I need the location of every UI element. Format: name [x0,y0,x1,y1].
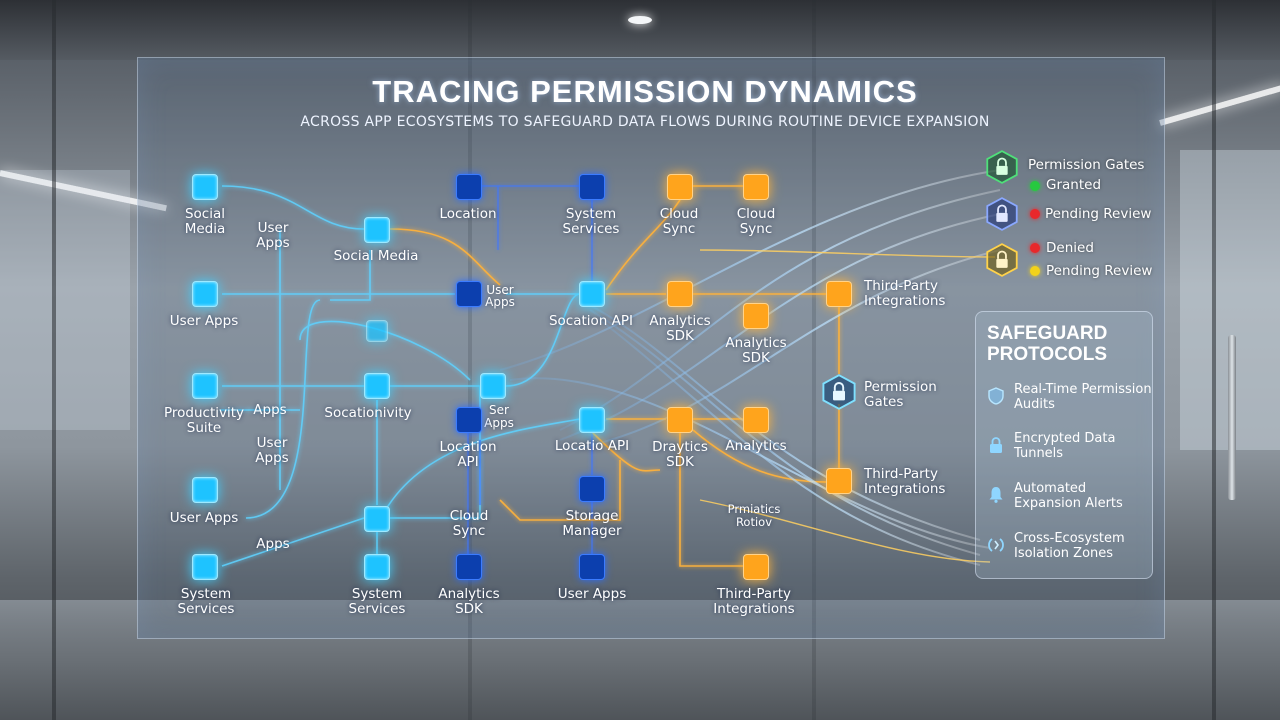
status-pending-review-2: Pending Review [1046,263,1153,279]
permission-gate-lock-icon[interactable] [821,374,857,410]
node-cloud-hub[interactable] [364,506,390,532]
isolation-icon [988,538,1004,552]
node-draytics-sdk[interactable] [667,407,693,433]
node-cloud-sync-1[interactable] [667,174,693,200]
label-social-media-left: Social Media [184,206,226,237]
label-user-apps-left: User Apps [169,313,239,329]
gates-legend-title: Permission Gates [1028,157,1145,173]
node-storage-manager[interactable] [579,476,605,502]
denied-dot [1030,243,1040,253]
label-user-apps-garbled: User Apps [485,283,515,309]
label-pmiatics-rotiov: Prmiatics Rotiov [727,502,781,529]
node-analytics[interactable] [743,407,769,433]
glass-diagram-panel [137,57,1165,639]
node-third-party-2[interactable] [826,468,852,494]
node-cloud-sync-2[interactable] [743,174,769,200]
node-social-media-left[interactable] [192,174,218,200]
safeguard-protocols-panel [975,311,1153,579]
status-denied: Denied [1046,240,1094,256]
label-ser-apps: Ser Apps [484,403,514,430]
bell-icon [989,487,1003,503]
status-granted: Granted [1046,177,1102,193]
door-handle [1228,335,1236,500]
gate-denied-lock-icon [986,243,1018,277]
label-apps-a: Apps [253,402,287,418]
label-analytics-sdk-1: Analytics SDK [649,313,711,344]
node-social-media-mid[interactable] [364,217,390,243]
label-analytics-sdk-2: Analytics SDK [725,335,787,366]
label-permission-gates: Permission Gates [864,379,937,410]
label-apps-b: Apps [256,536,290,552]
label-social-media-mid: Social Media [333,248,419,264]
node-third-party-3[interactable] [743,554,769,580]
shield-icon [988,387,1004,405]
label-third-party-1: Third-Party Integrations [864,278,946,309]
safeguard-title: SAFEGUARD PROTOCOLS [987,323,1108,365]
safeguard-item-isolation: Cross-Ecosystem Isolation Zones [1014,531,1125,561]
label-draytics-sdk: Draytics SDK [652,439,708,470]
node-location-api[interactable] [456,407,482,433]
office-window-left [0,170,130,430]
label-cloud-sync-1: Cloud Sync [659,206,699,237]
node-analytics-sdk-mid[interactable] [456,554,482,580]
glass-mullion-left [52,0,56,720]
status-pending-review-1: Pending Review [1045,206,1152,222]
pending-review-dot-red [1030,209,1040,219]
label-location-api: Location API [439,439,497,470]
label-user-apps-c2: User Apps [255,435,289,466]
node-locatio-api[interactable] [579,407,605,433]
gate-pending-lock-icon [986,197,1018,231]
glass-mullion-mid [468,0,472,720]
safeguard-item-alerts: Automated Expansion Alerts [1014,481,1123,511]
node-system-services-left[interactable] [192,554,218,580]
node-hub-small[interactable] [366,320,388,342]
diagram-subtitle: ACROSS APP ECOSYSTEMS TO SAFEGUARD DATA … [300,114,990,130]
ceiling-light [628,16,652,24]
label-cloud-sync-2: Cloud Sync [736,206,776,237]
node-analytics-sdk-2[interactable] [743,303,769,329]
node-system-services-mid[interactable] [364,554,390,580]
safeguard-item-audits: Real-Time Permission Audits [1014,382,1152,412]
safeguard-item-tunnels: Encrypted Data Tunnels [1014,431,1116,461]
diagram-title: TRACING PERMISSION DYNAMICS [372,74,918,109]
node-system-services-top[interactable] [579,174,605,200]
label-cloud-sync-mid: Cloud Sync [449,508,489,539]
node-ser-apps[interactable] [480,373,506,399]
gate-granted-lock-icon [986,150,1018,184]
label-analytics-sdk-mid: Analytics SDK [438,586,500,617]
label-system-services-top: System Services [562,206,620,237]
granted-dot [1030,181,1040,191]
label-third-party-3: Third-Party Integrations [713,586,795,617]
office-ceiling [0,0,1280,60]
glass-mullion-right [1212,0,1216,720]
label-socation-api: Socation API [548,313,634,329]
label-user-apps-left2: User Apps [169,510,239,526]
glass-mullion-mid2 [812,0,816,720]
label-user-apps-c1: User Apps [256,220,290,251]
label-locatio-api: Locatio API [554,438,630,454]
label-system-services-left: System Services [177,586,235,617]
label-location: Location [439,206,497,222]
label-third-party-2: Third-Party Integrations [864,466,946,497]
lock-icon [990,437,1002,453]
node-user-apps-left2[interactable] [192,477,218,503]
node-third-party-1[interactable] [826,281,852,307]
label-analytics: Analytics [725,438,787,454]
node-user-apps-bottom[interactable] [579,554,605,580]
label-user-apps-bottom: User Apps [557,586,627,602]
node-location[interactable] [456,174,482,200]
label-socationivity: Socationivity [324,405,412,421]
node-user-apps-left[interactable] [192,281,218,307]
node-socationivity[interactable] [364,373,390,399]
node-user-apps-garbled[interactable] [456,281,482,307]
pending-review-dot-yellow [1030,266,1040,276]
node-analytics-sdk-1[interactable] [667,281,693,307]
node-socation-api[interactable] [579,281,605,307]
label-productivity-suite: Productivity Suite [163,405,245,436]
office-floor [0,600,1280,720]
label-storage-manager: Storage Manager [562,508,622,539]
node-productivity-suite[interactable] [192,373,218,399]
label-system-services-mid: System Services [348,586,406,617]
